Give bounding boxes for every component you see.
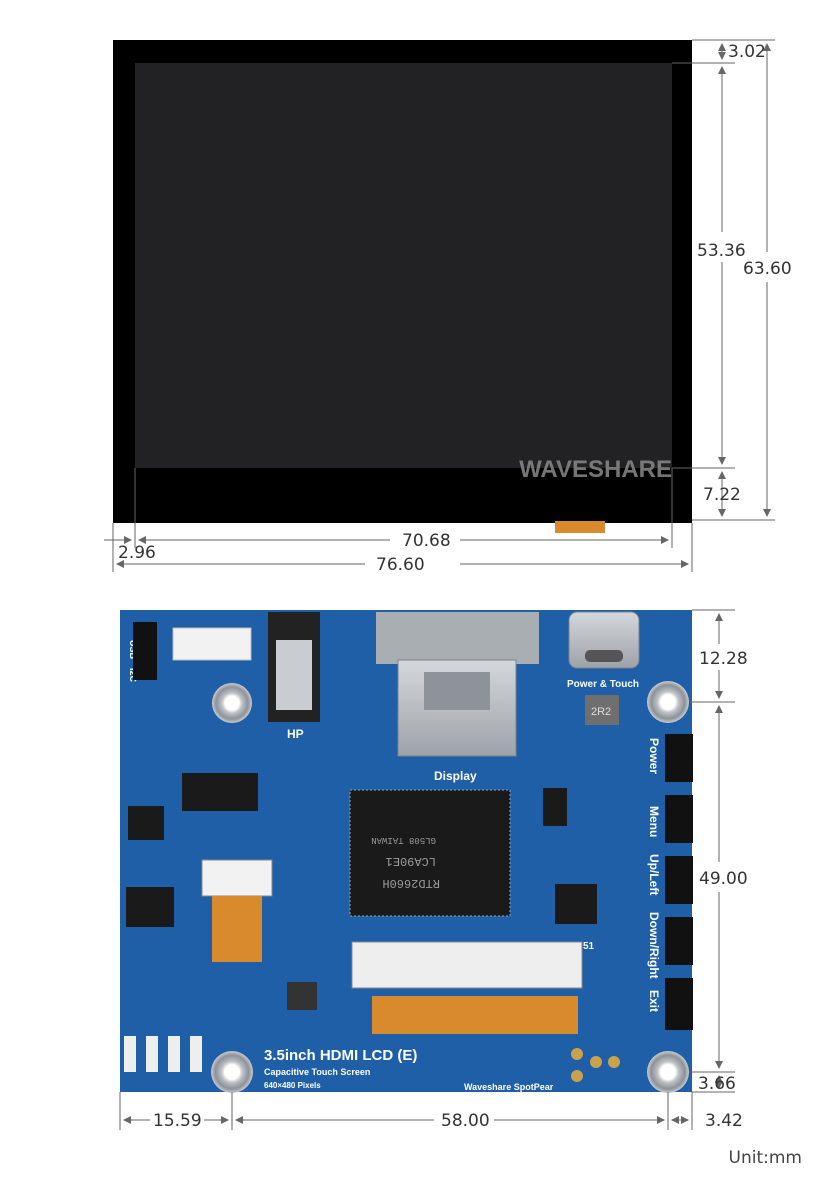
- lcd-fpc-cable: [372, 996, 578, 1034]
- product-subtitle-pixels: 640×480 Pixels: [264, 1081, 321, 1090]
- brand-watermark: WAVESHARE: [519, 456, 672, 483]
- main-ic-line3: GL508 TAIWAN: [371, 835, 436, 845]
- back-vertical-dimensions: [690, 609, 735, 1093]
- inductor-label: 2R2: [591, 706, 611, 718]
- dim-total-width: 76.60: [376, 555, 425, 575]
- usb-switch: [133, 622, 157, 680]
- label-hp: HP: [287, 727, 304, 741]
- back-horizontal-dimensions: [119, 1092, 693, 1130]
- mount-hole-top-right: [647, 681, 689, 723]
- dim-top-border: 3.02: [728, 42, 766, 62]
- dim-top-offset: 12.28: [699, 649, 748, 669]
- dim-bottom-offset: 3.66: [698, 1074, 736, 1094]
- dim-hole-spacing-v: 49.00: [699, 869, 748, 889]
- product-name: 3.5inch HDMI LCD (E): [264, 1047, 417, 1064]
- ic-left-3: [126, 887, 174, 927]
- dim-left-offset: 15.59: [153, 1111, 202, 1131]
- fpc-small-connector: [201, 859, 273, 897]
- dim-active-width: 70.68: [402, 531, 451, 551]
- front-horizontal-dimensions: [104, 468, 693, 572]
- ic-left-1: [182, 773, 258, 811]
- label-power-touch: Power & Touch: [567, 679, 639, 690]
- label-display: Display: [434, 769, 477, 783]
- label-down-right: Down/Right: [647, 912, 661, 979]
- button-exit: [665, 978, 693, 1030]
- label-menu: Menu: [647, 806, 661, 837]
- unit-label: Unit:mm: [728, 1148, 802, 1168]
- lcd-active-area: [135, 63, 672, 468]
- dim-total-height: 63.60: [743, 259, 792, 279]
- button-menu: [665, 795, 693, 843]
- button-up-left: [665, 856, 693, 904]
- button-column: [665, 734, 693, 1030]
- label-power: Power: [647, 738, 661, 774]
- dim-active-height: 53.36: [697, 241, 746, 261]
- ic-right-1: [543, 788, 567, 826]
- fpc-small-cable: [212, 896, 262, 962]
- button-power: [665, 734, 693, 782]
- dim-bottom-border: 7.22: [703, 485, 741, 505]
- fpc-strip: [555, 521, 605, 533]
- front-view: WAVESHARE 3.02 53.36 63.60 7.22: [104, 39, 792, 575]
- mount-hole-bottom-right: [647, 1051, 689, 1093]
- main-ic: [349, 789, 511, 917]
- touch-connector: [172, 627, 252, 661]
- usb-c-socket: [585, 650, 623, 662]
- label-up-left: Up/Left: [647, 854, 661, 895]
- hdmi-socket: [424, 672, 490, 710]
- inductor: [585, 695, 619, 725]
- main-ic-line2: LCA90E1: [386, 854, 436, 868]
- label-pin-51: 51: [583, 941, 595, 952]
- dim-right-offset: 3.42: [705, 1111, 743, 1131]
- hp-jack-shell: [276, 640, 312, 710]
- front-vertical-dimensions: [672, 39, 775, 521]
- label-exit: Exit: [647, 990, 661, 1012]
- test-pads: [124, 1036, 202, 1072]
- gold-pins: [571, 1048, 620, 1082]
- hdmi-shield: [376, 612, 539, 664]
- brand-names: Waveshare SpotPear: [464, 1082, 554, 1092]
- ic-right-2: [555, 884, 597, 924]
- dim-hole-spacing-h: 58.00: [441, 1111, 490, 1131]
- lcd-fpc-connector: [351, 941, 583, 989]
- back-view: USB I2C HP Display Power & Touch 2R2 RTD…: [119, 609, 748, 1131]
- ic-small-bottom: [287, 982, 317, 1010]
- main-ic-line1: RTD2660H: [382, 876, 440, 890]
- button-down-right: [665, 917, 693, 965]
- dim-left-border: 2.96: [118, 543, 156, 563]
- product-subtitle-touch: Capacitive Touch Screen: [264, 1067, 370, 1077]
- mount-hole-top-left: [212, 683, 252, 723]
- ic-left-2: [128, 806, 164, 840]
- mount-hole-bottom-left: [211, 1051, 253, 1093]
